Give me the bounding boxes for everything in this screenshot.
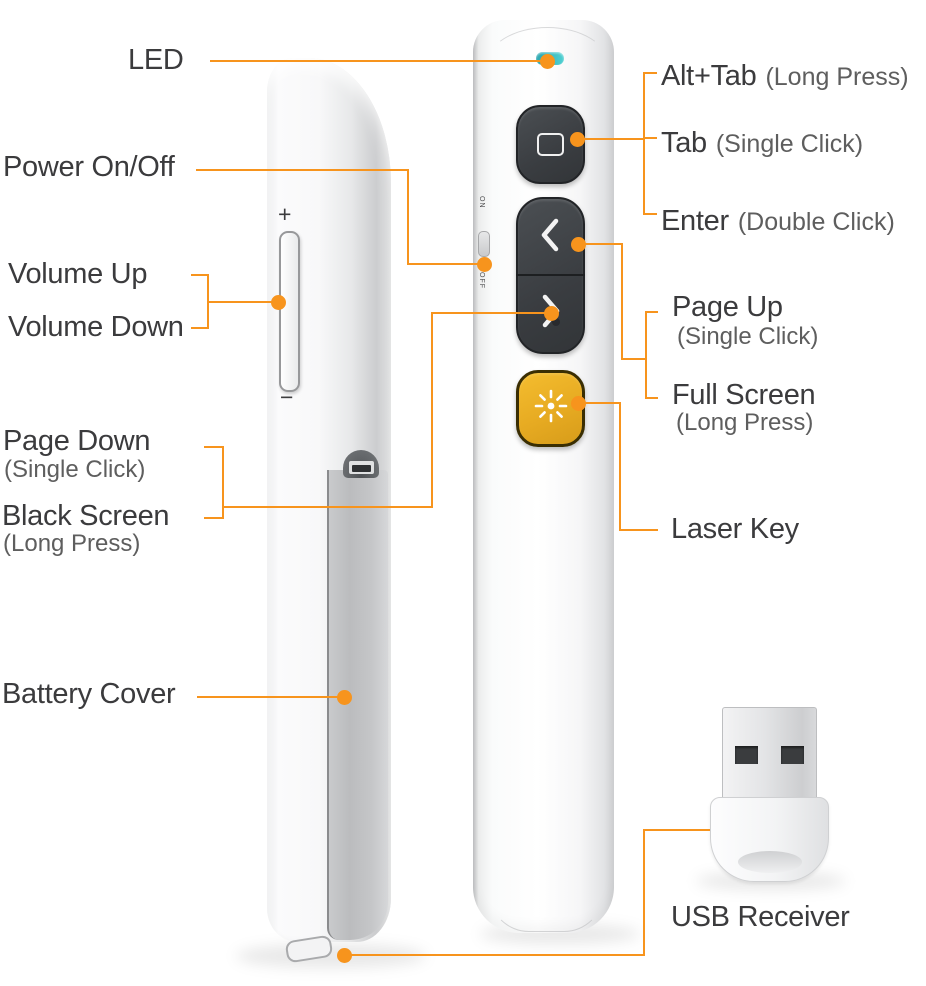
power-switch-off-label: OFF: [478, 272, 485, 289]
chevron-left-icon: [539, 217, 562, 258]
usb-receiver-label: USB Receiver: [671, 901, 850, 933]
page-down-sublabel: (Single Click): [4, 456, 146, 483]
full-screen-sublabel: (Long Press): [676, 409, 814, 436]
power-label: Power On/Off: [3, 151, 175, 183]
battery-cover-label: Battery Cover: [2, 678, 176, 710]
volume-minus-sign: −: [280, 384, 294, 410]
tab-sublabel: (Single Click): [715, 130, 864, 158]
black-screen-label: Black Screen: [2, 500, 170, 532]
front-top-seam: [486, 27, 609, 69]
usb-contact-hole-right: [781, 746, 804, 764]
power-switch: [478, 231, 490, 257]
rocker-indent-dot: [552, 318, 560, 326]
laser-key-label: Laser Key: [671, 513, 799, 545]
battery-cover: [327, 470, 388, 940]
volume-down-label: Volume Down: [8, 311, 184, 343]
tab-label: Tab(Single Click): [661, 127, 864, 159]
battery-cover-latch-slot: [352, 465, 371, 472]
enter-sublabel: (Double Click): [737, 208, 895, 236]
led-label: LED: [128, 44, 184, 76]
front-bottom-seam: [489, 812, 604, 932]
sunburst-icon: [534, 389, 568, 428]
volume-up-label: Volume Up: [8, 258, 148, 290]
black-screen-sublabel: (Long Press): [3, 530, 141, 557]
volume-rocker-button: [279, 231, 300, 392]
usb-contact-hole-left: [735, 746, 758, 764]
alt-tab-sublabel: (Long Press): [765, 63, 909, 91]
page-up-sublabel: (Single Click): [677, 323, 819, 350]
page-up-label: Page Up: [672, 291, 783, 323]
alt-tab-label: Alt+Tab(Long Press): [661, 60, 909, 92]
enter-label: Enter(Double Click): [661, 205, 895, 237]
usb-receiver-dome: [738, 851, 802, 873]
volume-plus-sign: +: [278, 201, 292, 227]
rocker-divider: [516, 274, 585, 276]
full-screen-label: Full Screen: [672, 379, 816, 411]
window-outline-icon: [537, 133, 564, 156]
power-switch-on-label: ON: [478, 196, 485, 209]
page-down-label: Page Down: [3, 425, 151, 457]
